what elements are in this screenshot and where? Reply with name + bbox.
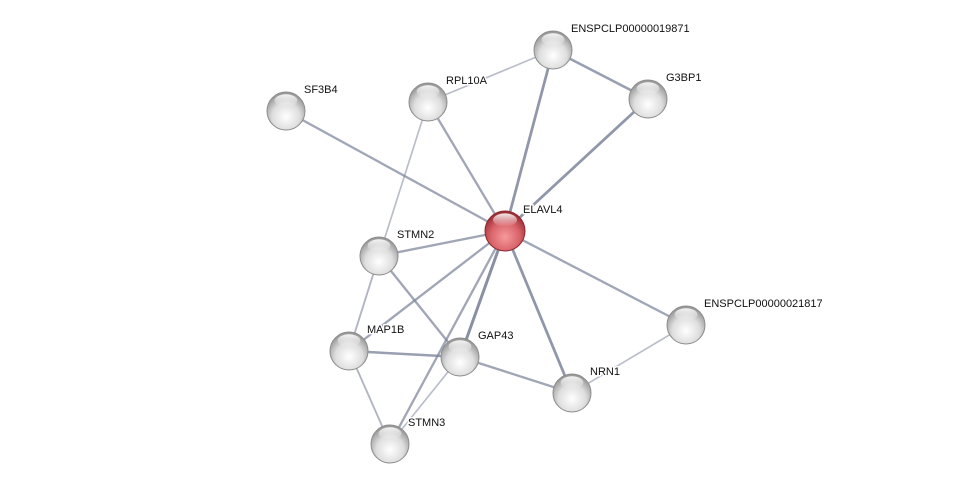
bubble-highlight [493, 213, 517, 227]
node-label: GAP43 [478, 330, 513, 342]
bubble-highlight [674, 308, 698, 321]
bubble-highlight [448, 340, 472, 353]
bubble-highlight [367, 239, 391, 252]
edge-gap43-elavl4[interactable] [458, 230, 507, 358]
edge-stmn2-elavl4[interactable] [378, 229, 506, 258]
node-label: G3BP1 [666, 72, 701, 84]
edge-map1b-elavl4[interactable] [348, 230, 506, 352]
node-g3bp1[interactable]: G3BP1 [628, 71, 703, 119]
node-elavl4[interactable]: ELAVL4 [484, 203, 564, 252]
edge-rpl10a-elavl4[interactable] [427, 101, 506, 232]
edge-sf3b4-elavl4[interactable] [285, 109, 506, 233]
node-rpl10a[interactable]: RPL10A [408, 74, 489, 122]
node-label: RPL10A [446, 75, 488, 87]
node-label: ENSPCLP00000021817 [704, 298, 823, 310]
node-label: ENSPCLP00000019871 [571, 23, 690, 35]
edge-rpl10a-stmn2[interactable] [378, 101, 429, 257]
bubble-highlight [378, 427, 402, 440]
node-label: STMN3 [408, 417, 445, 429]
node-label: NRN1 [590, 366, 620, 378]
edge-enspclp00000019871-elavl4[interactable] [503, 49, 555, 232]
bubble-highlight [274, 94, 298, 107]
bubble-highlight [560, 376, 584, 389]
bubble-highlight [541, 33, 565, 46]
bubble-highlight [636, 82, 660, 95]
bubble-highlight [337, 334, 361, 347]
node-nrn1[interactable]: NRN1 [552, 365, 621, 413]
node-sf3b4[interactable]: SF3B4 [266, 83, 339, 131]
edge-g3bp1-elavl4[interactable] [504, 97, 649, 233]
edge-nrn1-elavl4[interactable] [503, 230, 574, 394]
edge-enspclp00000021817-elavl4[interactable] [504, 229, 687, 327]
node-label: MAP1B [367, 324, 404, 336]
node-gap43[interactable]: GAP43 [440, 329, 515, 377]
node-label: ELAVL4 [523, 204, 563, 216]
node-label: STMN2 [397, 229, 434, 241]
edge-nrn1-enspclp00000021817[interactable] [571, 324, 687, 394]
node-enspclp00000021817[interactable]: ENSPCLP00000021817 [666, 297, 824, 345]
edge-rpl10a-enspclp00000019871[interactable] [427, 49, 554, 103]
edge-stmn3-elavl4[interactable] [388, 230, 507, 445]
node-stmn3[interactable]: STMN3 [370, 416, 447, 464]
bubble-highlight [416, 85, 440, 98]
node-stmn2[interactable]: STMN2 [359, 228, 436, 276]
edge-gap43-nrn1[interactable] [459, 355, 573, 395]
node-enspclp00000019871[interactable]: ENSPCLP00000019871 [533, 22, 691, 70]
node-map1b[interactable]: MAP1B [329, 323, 406, 371]
node-label: SF3B4 [304, 84, 338, 96]
